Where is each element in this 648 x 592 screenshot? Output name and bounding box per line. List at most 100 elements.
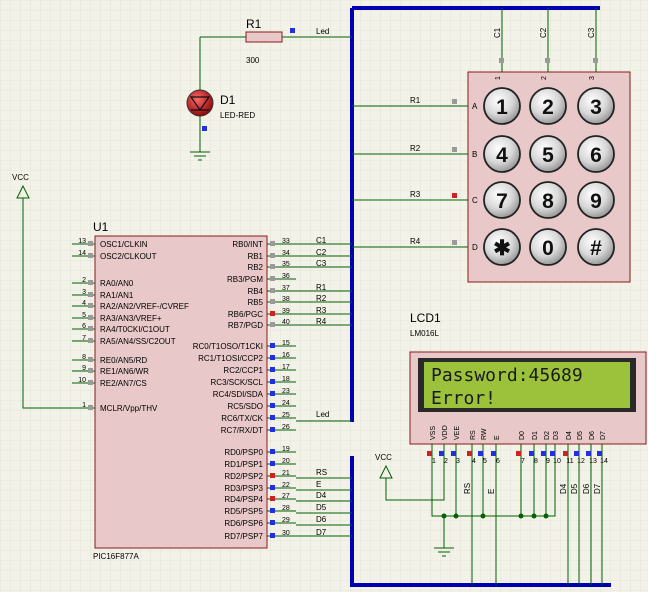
keypad-key[interactable]: 8 xyxy=(529,181,567,219)
mcu-pin-number: 37 xyxy=(282,285,290,292)
lcd-pin-marker xyxy=(586,451,591,456)
mcu-pin-name: OSC2/CLKOUT xyxy=(100,252,157,261)
mcu-net-label: C2 xyxy=(316,248,327,257)
mcu-pin-marker xyxy=(270,264,275,269)
mcu-pin-name: RA1/AN1 xyxy=(100,291,134,300)
mcu-pin-marker xyxy=(270,241,275,246)
lcd-pin-marker xyxy=(427,451,432,456)
mcu-pin-number: 38 xyxy=(282,296,290,303)
keypad-key-label: 4 xyxy=(496,144,508,167)
keypad-key-label: 0 xyxy=(542,237,554,260)
lcd-pin-marker xyxy=(574,451,579,456)
vcc-terminal-left[interactable]: VCC xyxy=(12,173,72,409)
mcu-pin-marker xyxy=(88,241,93,246)
mcu-pin-name: RB2 xyxy=(247,263,263,272)
keypad-key[interactable]: 0 xyxy=(529,228,567,266)
lcd-screen xyxy=(424,362,630,408)
mcu-body xyxy=(94,235,268,549)
mcu-pin-number: 23 xyxy=(282,388,290,395)
mcu-pin-number: 26 xyxy=(282,424,290,431)
lcd-pin-marker xyxy=(541,451,546,456)
lcd-pin-marker xyxy=(516,451,521,456)
lcd-pin-number: 14 xyxy=(600,458,608,465)
lcd-pin-marker xyxy=(563,451,568,456)
mcu-net-label: D5 xyxy=(316,503,327,512)
keypad-key-cap xyxy=(483,228,521,266)
mcu-pin-number: 18 xyxy=(282,376,290,383)
keypad-key[interactable]: 6 xyxy=(577,135,615,173)
mcu-pin-number: 14 xyxy=(78,250,86,257)
mcu-pin-number: 25 xyxy=(282,412,290,419)
keypad-key[interactable]: 3 xyxy=(577,87,615,125)
mcu-pin-marker xyxy=(88,405,93,410)
mcu-pin-marker xyxy=(270,299,275,304)
mcu-pin-number: 33 xyxy=(282,238,290,245)
led-d1[interactable]: D1 LED-RED xyxy=(186,37,255,161)
lcd-pin-name: RS xyxy=(470,430,477,440)
mcu-pin-name: RD4/PSP4 xyxy=(224,495,263,504)
mcu-net-label: Led xyxy=(316,410,329,419)
keypad-key-label: 3 xyxy=(590,96,602,119)
keypad-row-letter: A xyxy=(472,102,478,111)
mcu-pin-number: 27 xyxy=(282,493,290,500)
vcc-left-wire xyxy=(22,198,72,409)
keypad-key-cap xyxy=(529,87,567,125)
keypad-key[interactable]: 4 xyxy=(483,135,521,173)
keypad-key[interactable]: 9 xyxy=(577,181,615,219)
lcd-pin-number: 13 xyxy=(589,458,597,465)
mcu-pin-name: OSC1/CLKIN xyxy=(100,240,148,249)
mcu-net-label: C1 xyxy=(316,236,327,245)
keypad-column-pin-marker xyxy=(593,58,598,63)
keypad-key[interactable]: 1 xyxy=(483,87,521,125)
keypad-row-pin-marker xyxy=(452,240,457,245)
keypad-row-pin-marker xyxy=(452,147,457,152)
keypad-key[interactable]: 2 xyxy=(529,87,567,125)
lcd-line2: Error! xyxy=(431,388,496,409)
lcd-pin-marker xyxy=(467,451,472,456)
mcu-pin-marker xyxy=(270,379,275,384)
mcu-pin-name: RC0/T1OSO/T1CKI xyxy=(193,342,263,351)
keypad-key-label: 1 xyxy=(496,96,508,119)
mcu-pin-name: RD5/PSP5 xyxy=(224,507,263,516)
mcu-pin-number: 36 xyxy=(282,273,290,280)
mcu-pin-marker xyxy=(270,343,275,348)
mcu-net-label: E xyxy=(316,480,321,489)
mcu-pin-name: RA3/AN3/VREF+ xyxy=(100,314,162,323)
keypad-key[interactable]: # xyxy=(577,228,615,266)
mcu-pin-name: RB1 xyxy=(247,252,263,261)
lcd1[interactable]: LCD1 LM016L Password:45689 Error! VSS1VD… xyxy=(409,311,647,466)
mcu-pin-number: 9 xyxy=(82,365,86,372)
keypad-key-cap xyxy=(577,181,615,219)
mcu-net-label: R3 xyxy=(316,306,327,315)
led-ground-icon xyxy=(190,151,210,161)
wire-junction xyxy=(441,513,447,519)
mcu-pin-marker xyxy=(88,338,93,343)
mcu-pin-number: 6 xyxy=(82,323,86,330)
mcu-pin-marker xyxy=(270,415,275,420)
keypad-key[interactable]: 7 xyxy=(483,181,521,219)
mcu-pin-name: RB3/PGM xyxy=(227,275,263,284)
lcd-pin-number: 1 xyxy=(432,458,436,465)
keypad-key-cap xyxy=(483,181,521,219)
lcd-net-label: D5 xyxy=(570,483,579,494)
keypad-key[interactable]: ✱ xyxy=(483,228,521,266)
mcu-net-label: D6 xyxy=(316,515,327,524)
keypad-key-label: 8 xyxy=(542,190,554,213)
lcd-ground-icon xyxy=(434,547,454,557)
keypad-column-net: C3 xyxy=(587,27,596,38)
mcu-net-label: D7 xyxy=(316,528,327,537)
mcu-pin-name: RB7/PGD xyxy=(228,321,263,330)
lcd-junctions xyxy=(441,513,549,519)
lcd-pin-number: 2 xyxy=(444,458,448,465)
mcu-net-label: D4 xyxy=(316,491,327,500)
keypad-key[interactable]: 5 xyxy=(529,135,567,173)
bus xyxy=(350,6,611,587)
lcd-pin-name: E xyxy=(494,435,501,440)
mcu-pin-marker xyxy=(88,357,93,362)
